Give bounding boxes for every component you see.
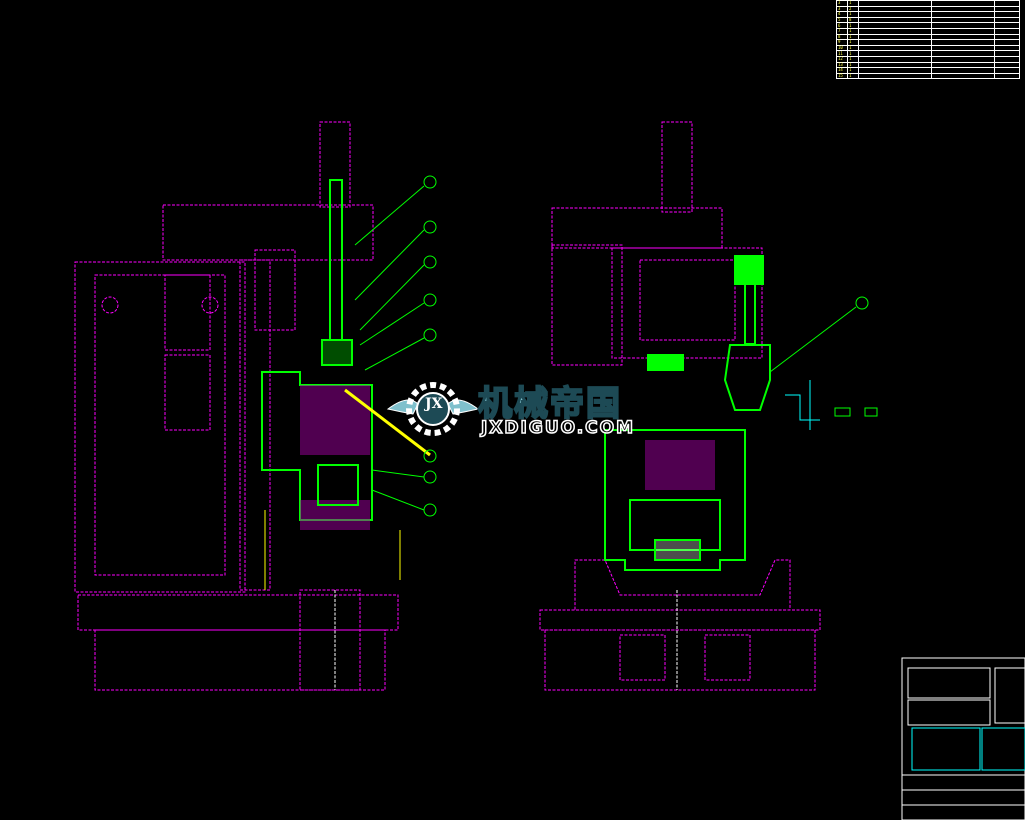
left-view <box>74 121 399 691</box>
right-green-parts <box>604 255 878 571</box>
bom-description <box>858 72 932 80</box>
watermark-name: 机械帝国 <box>477 383 622 425</box>
left-base <box>94 629 386 691</box>
gear-wings-icon <box>386 382 480 436</box>
bom-note <box>994 72 1020 80</box>
left-frame-outer <box>74 261 246 593</box>
right-base-plate <box>539 609 821 631</box>
right-view <box>539 121 821 691</box>
bom-note <box>994 16 1020 24</box>
bom-material <box>931 72 995 80</box>
left-green-parts <box>261 179 431 530</box>
left-balloons <box>354 175 437 517</box>
left-frame-inner <box>94 274 226 576</box>
right-column-top <box>661 121 693 213</box>
left-base-plate <box>77 594 399 631</box>
bom-note <box>994 22 1020 29</box>
left-dimensions <box>264 510 401 590</box>
right-base <box>544 629 816 691</box>
watermark-logo: JX 机械帝国 JXDIGUO.COM <box>383 374 663 444</box>
bom-note <box>994 11 1020 18</box>
left-cylinder-body <box>261 371 373 521</box>
bom-note <box>994 67 1020 74</box>
left-column-top <box>319 121 351 208</box>
bom-item: 15 <box>836 72 848 80</box>
bom-qty: 1 <box>847 72 859 80</box>
bom-note <box>994 0 1020 7</box>
watermark-domain: JXDIGUO.COM <box>480 417 636 439</box>
watermark-logo-letters: JX <box>425 396 443 412</box>
right-cylinder-body <box>604 429 746 571</box>
title-block <box>901 657 1025 820</box>
right-detail <box>785 380 820 430</box>
bom-note <box>994 61 1020 69</box>
